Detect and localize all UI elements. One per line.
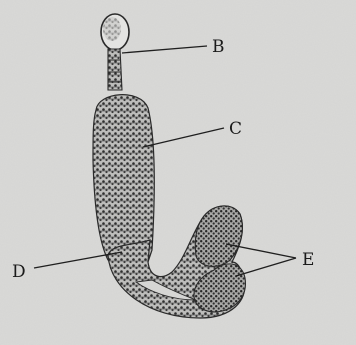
label-e: E — [302, 250, 314, 270]
label-b: B — [212, 37, 225, 57]
suspensor-stalk — [108, 49, 122, 90]
label-c: C — [229, 119, 242, 139]
label-d: D — [12, 262, 26, 282]
basal-cell-shading — [103, 17, 121, 41]
